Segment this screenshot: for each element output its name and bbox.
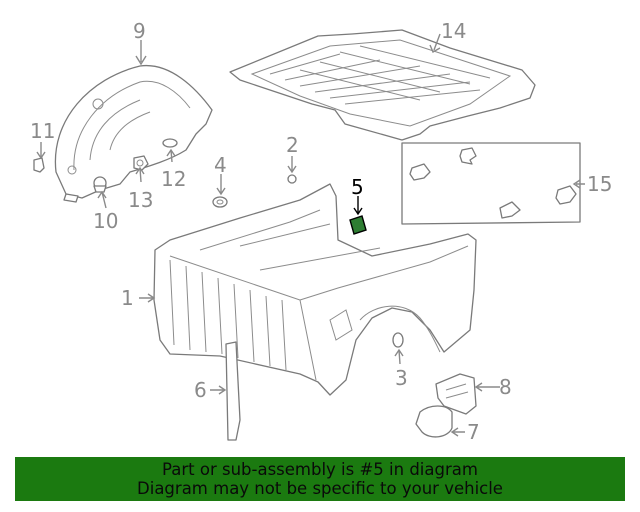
strip-part-6[interactable] [225,341,241,441]
callout-10: 10 [93,209,118,233]
callout-7: 7 [467,420,480,444]
grommet-part-4[interactable] [212,196,228,208]
banner-line-part: Part or sub-assembly is #5 in diagram [162,460,478,479]
plug-part-2[interactable] [287,174,297,184]
bracket-set-part-15[interactable] [401,142,581,225]
plug-part-12[interactable] [162,138,178,148]
callout-8: 8 [499,375,512,399]
callout-15: 15 [587,172,612,196]
bed-mat-part-14[interactable] [229,29,536,141]
bracket-part-8[interactable] [435,373,477,415]
info-banner: Part or sub-assembly is #5 in diagram Di… [15,457,625,501]
fuel-door-part-7[interactable] [415,405,453,438]
bracket-clip [409,163,431,181]
banner-line-disclaimer: Diagram may not be specific to your vehi… [137,479,503,498]
callout-1: 1 [121,286,134,310]
callout-14: 14 [441,19,466,43]
clip-part-11[interactable] [33,157,45,173]
plug-part-3[interactable] [392,332,404,348]
bracket-clip [555,185,577,205]
parts-diagram: 9 14 15 11 10 13 12 4 2 5 1 3 6 8 7 [30,19,612,444]
callout-9: 9 [133,19,146,43]
callout-11: 11 [30,119,55,143]
callout-3: 3 [395,366,408,390]
callout-4: 4 [214,153,227,177]
callout-5: 5 [351,175,364,199]
callout-labels: 9 14 15 11 10 13 12 4 2 5 1 3 6 8 7 [30,19,612,444]
callout-13: 13 [128,188,153,212]
grommet-part-13[interactable] [133,155,149,171]
leader-lines [36,33,585,437]
part-5-highlight [349,215,367,235]
wheelhouse-liner-part-9[interactable] [54,65,213,203]
callout-12: 12 [161,167,186,191]
push-pin-part-10[interactable] [93,176,107,193]
callout-6: 6 [194,378,207,402]
insert-part-5[interactable] [349,215,367,235]
bracket-clip [459,147,477,165]
callout-2: 2 [286,133,299,157]
bracket-clip [499,201,521,219]
